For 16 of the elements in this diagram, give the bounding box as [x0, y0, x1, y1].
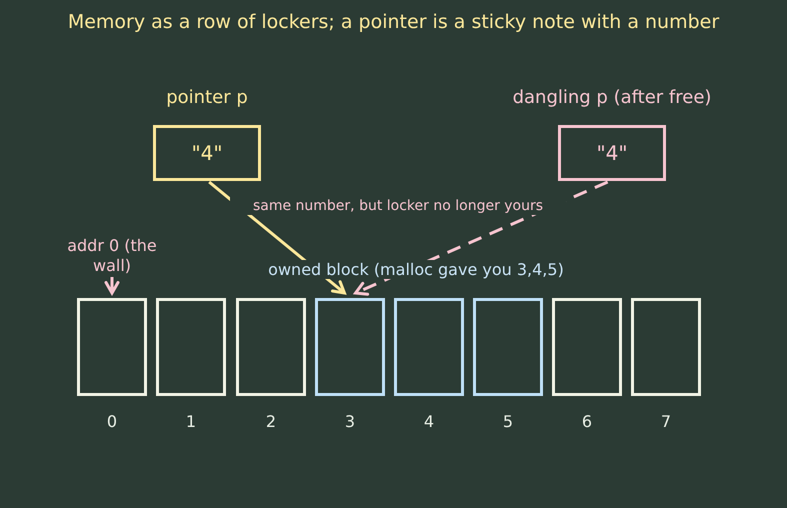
arrow	[104, 277, 120, 294]
title: Memory as a row of lockers; a pointer is a sticky note with a number	[66, 11, 720, 33]
pointer-label: dangling p (after free)	[512, 87, 712, 108]
sticky-note: "4"	[558, 125, 666, 181]
address-label: addr 0 (the wall)	[62, 236, 162, 276]
locker-number: 2	[264, 412, 278, 431]
locker-number: 5	[502, 412, 514, 431]
pointer-label: pointer p	[165, 87, 249, 108]
locker-number: 7	[660, 412, 672, 431]
locker-number: 3	[344, 412, 356, 431]
locker-number: 4	[422, 412, 436, 431]
edge-label: same number, but locker no longer yours	[230, 197, 566, 215]
locker-number: 6	[580, 412, 594, 431]
locker-number: 1	[184, 412, 198, 431]
sticky-note: "4"	[153, 125, 261, 181]
locker-number: 0	[106, 412, 118, 431]
